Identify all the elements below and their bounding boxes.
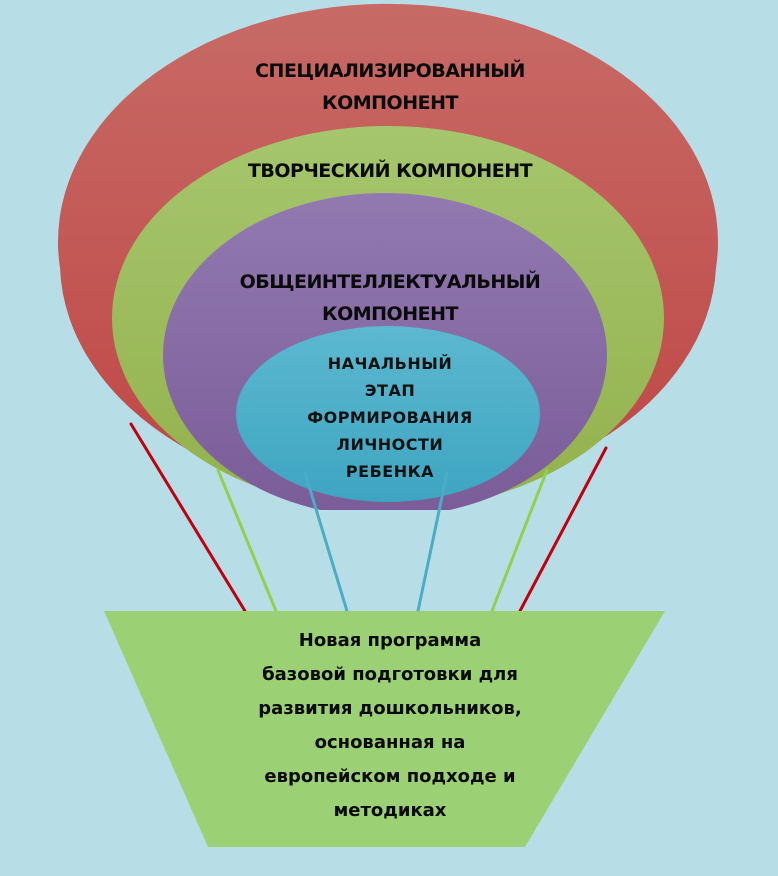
label-line: методиках — [333, 800, 447, 821]
balloon-layer-initial-stage — [236, 326, 540, 502]
balloon-ropes — [129, 422, 608, 613]
rope-green-right — [490, 468, 549, 613]
rope-red-right — [518, 446, 608, 613]
rope-blue-left — [303, 471, 349, 613]
label-line: европейском подходе и — [264, 766, 516, 787]
rope-green-left — [216, 468, 278, 613]
label-line: развития дошкольников, — [258, 698, 522, 719]
rope-red-left — [129, 422, 247, 613]
label-line: ТВОРЧЕСКИЙ КОМПОНЕНТ — [247, 160, 533, 182]
label-line: базовой подготовки для — [262, 664, 518, 685]
rope-blue-right — [416, 471, 449, 613]
label-creative-component: ТВОРЧЕСКИЙ КОМПОНЕНТ — [150, 160, 630, 184]
label-line: Новая программа — [298, 630, 482, 651]
label-line: основанная на — [314, 732, 466, 753]
balloon-basket — [104, 611, 665, 847]
label-line: ЛИЧНОСТИ — [336, 435, 444, 454]
label-initial-stage: НАЧАЛЬНЫЙ ЭТАП ФОРМИРОВАНИЯ ЛИЧНОСТИ РЕБ… — [260, 350, 520, 485]
label-general-intellectual-component: ОБЩЕИНТЕЛЛЕКТУАЛЬНЫЙ КОМПОНЕНТ — [180, 266, 600, 330]
label-line: ЭТАП — [364, 381, 416, 400]
label-line: КОМПОНЕНТ — [322, 303, 458, 325]
label-line: КОМПОНЕНТ — [322, 92, 458, 114]
label-basket-program: Новая программа базовой подготовки для р… — [200, 624, 580, 828]
label-specialized-component: СПЕЦИАЛИЗИРОВАННЫЙ КОМПОНЕНТ — [150, 55, 630, 119]
label-line: ФОРМИРОВАНИЯ — [307, 408, 473, 427]
label-line: НАЧАЛЬНЫЙ — [327, 354, 453, 373]
label-line: ОБЩЕИНТЕЛЛЕКТУАЛЬНЫЙ — [239, 271, 541, 293]
label-line: РЕБЕНКА — [345, 462, 435, 481]
label-line: СПЕЦИАЛИЗИРОВАННЫЙ — [255, 60, 525, 82]
